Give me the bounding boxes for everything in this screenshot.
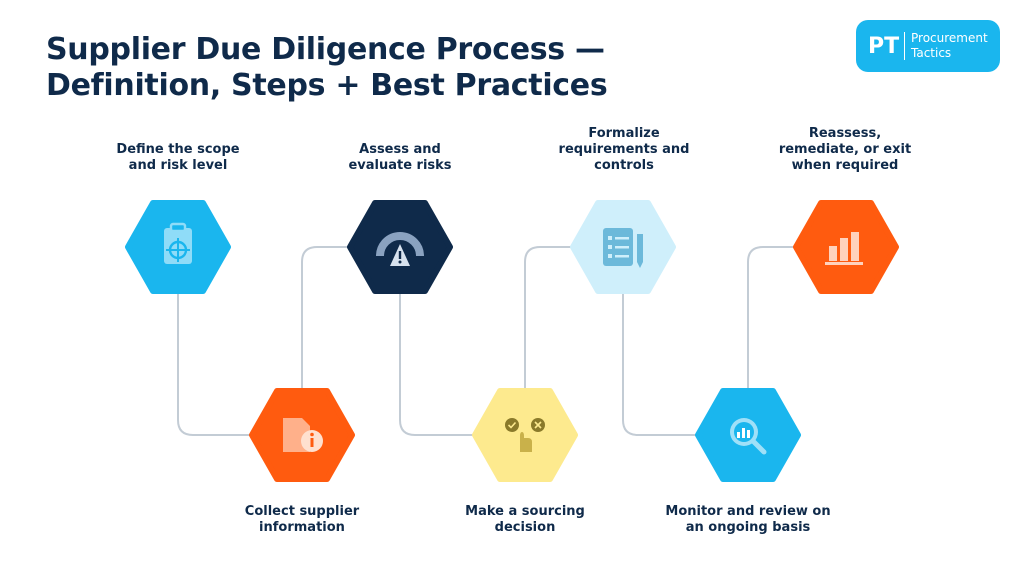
step-4-node <box>472 388 578 482</box>
step-7-label: Reassess, remediate, or exit when requir… <box>778 126 912 173</box>
step-5-node <box>570 200 676 294</box>
connector-4-5 <box>524 246 573 390</box>
document-info-icon <box>283 418 323 452</box>
checklist-icon <box>603 228 643 268</box>
connector-3-4 <box>399 292 475 436</box>
step-3-label: Assess and evaluate risks <box>348 142 452 173</box>
logo-mark: PT <box>868 33 900 59</box>
step-1-label: Define the scope and risk level <box>116 142 240 173</box>
step-4-label: Make a sourcing decision <box>465 504 585 535</box>
step-3-node <box>347 200 453 294</box>
page-title: Supplier Due Diligence Process — Definit… <box>46 32 608 103</box>
connector-1-2 <box>177 292 252 436</box>
decision-hand-icon <box>505 418 545 452</box>
connector-6-7 <box>747 246 796 390</box>
step-2-node <box>249 388 355 482</box>
step-6-label: Monitor and review on an ongoing basis <box>665 504 831 535</box>
risk-gauge-icon <box>376 232 424 266</box>
step-7-node <box>793 200 899 294</box>
logo-divider <box>904 32 905 60</box>
connector-5-6 <box>622 292 698 436</box>
logo-text: Procurement Tactics <box>911 31 988 60</box>
connector-2-3 <box>301 246 350 390</box>
step-6-node <box>695 388 801 482</box>
procurement-tactics-logo[interactable]: PT Procurement Tactics <box>856 20 1000 72</box>
connectors <box>177 246 796 436</box>
bar-chart-icon <box>825 232 863 265</box>
step-4-hexagon <box>472 388 578 482</box>
clipboard-target-icon <box>164 222 192 264</box>
magnifier-chart-icon <box>730 418 767 455</box>
step-1-node <box>125 200 231 294</box>
step-5-label: Formalize requirements and controls <box>558 126 690 173</box>
step-2-label: Collect supplier information <box>244 504 360 535</box>
